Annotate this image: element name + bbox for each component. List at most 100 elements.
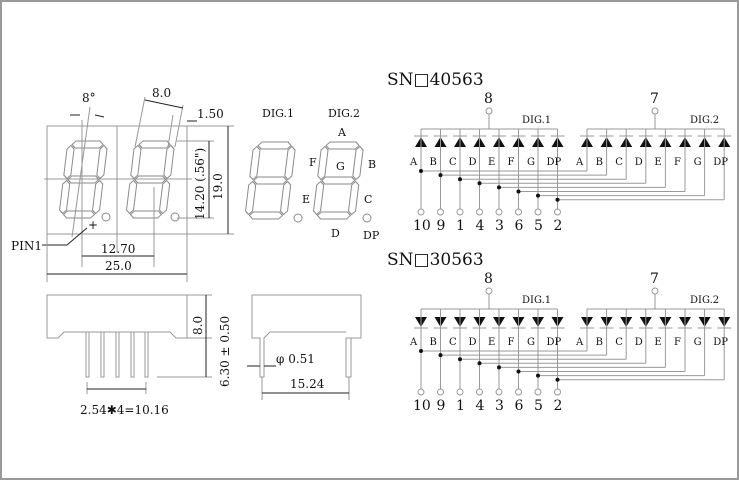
- segment-d-label: D: [331, 227, 340, 240]
- segment-width-dimension: 8.0: [152, 86, 171, 100]
- segment-c: [92, 179, 104, 215]
- junction-dot: [419, 349, 423, 353]
- front-digit-2: [126, 140, 175, 219]
- segment-pin-number: 3: [495, 398, 504, 414]
- segment-a: [71, 140, 104, 149]
- segment-label: F: [674, 337, 681, 348]
- offset-dimension: 1.50: [197, 107, 224, 121]
- segment-pin-number: 4: [476, 398, 485, 414]
- segment-pin-terminal: [456, 388, 464, 396]
- ext-line: [174, 104, 184, 148]
- dig2-label: DIG.2: [328, 107, 360, 120]
- segment-a: [138, 140, 171, 149]
- junction-dot: [497, 365, 501, 370]
- junction-dot: [516, 189, 521, 194]
- segment-label: B: [430, 337, 437, 348]
- segment-pin-number: 6: [515, 398, 524, 414]
- segment-g: [134, 175, 167, 184]
- segment-pin-terminal: [417, 208, 425, 216]
- segment-pin-number: 1: [456, 398, 465, 414]
- segment-pin-terminal: [476, 388, 483, 396]
- segment-label: E: [654, 157, 661, 168]
- segment-b: [163, 144, 175, 180]
- segment-label: D: [469, 157, 477, 168]
- segment-g: [67, 175, 100, 184]
- digit-pitch-dimension: 12.70: [101, 242, 135, 256]
- segment-f: [130, 144, 142, 180]
- segment-pin-terminal: [534, 208, 542, 216]
- segment-f: [249, 145, 261, 181]
- segment-label: D: [469, 337, 477, 348]
- segment-a: [257, 141, 292, 150]
- ext-line: [167, 114, 174, 148]
- segment-label: DP: [547, 157, 562, 168]
- segment-pin-terminal: [456, 208, 464, 216]
- segment-c-label: C: [364, 193, 372, 206]
- segment-pin-terminal: [554, 208, 561, 216]
- front-digit-1: [59, 140, 108, 219]
- segment-label: E: [654, 337, 661, 348]
- segment-label: G: [527, 157, 535, 168]
- segment-pin-terminal: [437, 388, 444, 396]
- segment-label: D: [635, 337, 643, 348]
- segment-label: C: [615, 157, 623, 168]
- common-pin-terminal: [651, 107, 659, 115]
- segment-label: G: [694, 337, 702, 348]
- segment-pin-number: 9: [437, 398, 446, 414]
- junction-dot: [477, 181, 482, 186]
- segment-pin-number: 6: [515, 218, 524, 234]
- segment-pin-number: 5: [534, 398, 543, 414]
- digit-height-dimension: 14.20 (.56"): [193, 148, 207, 220]
- segment-pin-number: 4: [476, 218, 485, 234]
- pin: [144, 331, 149, 378]
- segment-label: A: [575, 157, 584, 168]
- segment-pin-terminal: [515, 388, 522, 396]
- segment-c: [348, 180, 360, 216]
- segment-label: F: [674, 157, 681, 168]
- segment-e: [59, 179, 71, 215]
- pin-length-dimension: 6.30 ± 0.50: [218, 316, 232, 387]
- segment-label: A: [575, 337, 584, 348]
- pin-diameter-dimension: φ 0.51: [276, 352, 315, 366]
- pin: [100, 331, 105, 378]
- segment-label: B: [596, 337, 603, 348]
- segment-pin-number: 3: [495, 218, 504, 234]
- front-view: 8° 8.0 1.50 14.20 (.56") 19.0 PIN1 + 12.…: [11, 86, 234, 282]
- pin1-label: PIN1: [11, 239, 42, 253]
- segment-b: [284, 145, 296, 181]
- segment-label: A: [409, 157, 418, 168]
- map-decimal-point-2: [362, 213, 372, 223]
- segment-label: DP: [713, 337, 728, 348]
- segment-pin-terminal: [515, 208, 522, 216]
- segment-b-label: B: [368, 158, 376, 171]
- segment-pin-terminal: [534, 388, 542, 396]
- junction-dot: [419, 169, 423, 173]
- segment-e: [313, 180, 325, 216]
- pin1-plus-mark: +: [88, 218, 98, 232]
- common-pin-number: 7: [650, 91, 659, 107]
- segment-g: [321, 176, 356, 185]
- segment-width-dim-line: [144, 99, 184, 109]
- pin1-leader: [42, 227, 88, 246]
- side-pins: [85, 331, 149, 378]
- segment-label: G: [694, 157, 702, 168]
- segment-label: E: [488, 157, 495, 168]
- segment-pin-number: 10: [413, 398, 431, 414]
- map-digit-1: [245, 141, 296, 220]
- body-height-dimension: 8.0: [191, 316, 205, 335]
- junction-dot: [438, 353, 443, 358]
- digit-label: DIG.2: [690, 115, 719, 126]
- segment-label: C: [449, 157, 457, 168]
- segment-pin-number: 2: [554, 398, 563, 414]
- segment-d: [316, 211, 352, 220]
- decimal-point-1: [101, 212, 111, 222]
- segment-label: DP: [713, 157, 728, 168]
- segment-label: E: [488, 337, 495, 348]
- segment-a-label: A: [337, 126, 347, 139]
- segment-pin-terminal: [495, 208, 503, 216]
- side-body-outline: [46, 294, 188, 339]
- side-view: 8.0 6.30 ± 0.50 2.54✱4=10.16: [46, 294, 232, 417]
- junction-dot: [438, 173, 443, 178]
